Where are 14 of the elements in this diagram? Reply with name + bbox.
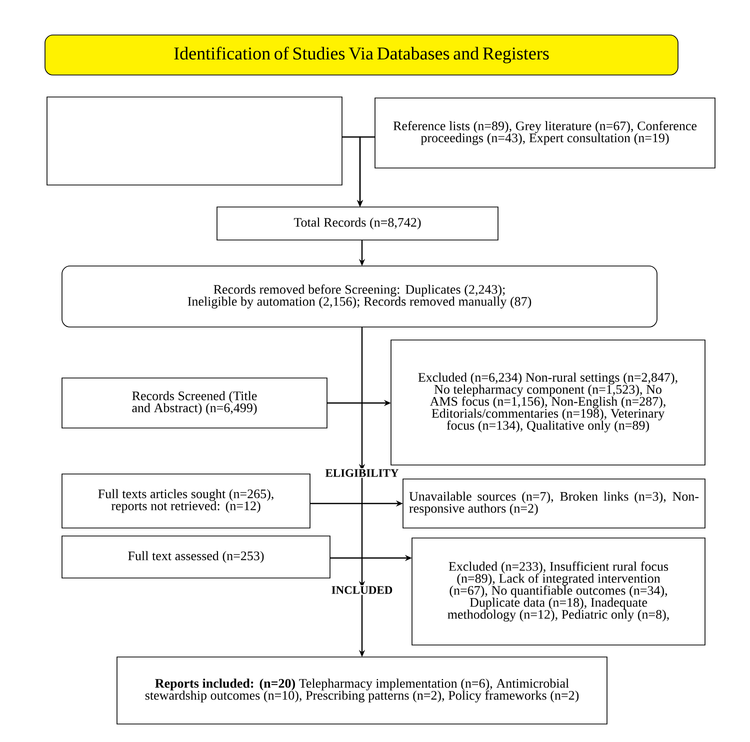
result-box: Reports included: (n=20) Telepharmacy implementation (n=6), Antimicrobial stewardship outcomes (n=10), Prescribing patterns (n=2), Policy frameworks (n=2) [116, 656, 608, 724]
process-box: Records Screened (Title and Abstract) (n=6,499) [62, 378, 328, 428]
stage-label: INCLUDED [330, 585, 394, 595]
process-box: Full texts articles sought (n=265), reports not retrieved: (n=12) [62, 474, 310, 528]
source-box: Reference lists (n=89), Grey literature (n=67), Conference proceedings (n=43), Expert consultation (n=19) [374, 98, 716, 168]
exclusion-box: Excluded (n=233), Insufficient rural focus (n=89), Lack of integrated intervention (n=67), No quantifiable outcomes (n=34), Duplicate data (n=18), Inadequate methodology (n=12), Pediatric only (n=8), [412, 538, 706, 646]
source-box [46, 96, 342, 186]
stage-label: ELIGIBILITY [324, 468, 400, 478]
exclusion-box: Excluded (n=6,234) Non-rural settings (n=2,847), No telepharmacy component (n=1,523), No AMS focus (n=1,156), Non-English (n=287), Editorials/commentaries (n=198), Veterinary focus (n=134), Qualitative only (n=89) [390, 340, 706, 466]
title-banner: Identification of Studies Via Databases and Registers [44, 34, 678, 76]
process-box: Total Records (n=8,742) [216, 206, 498, 240]
process-box: Records removed before Screening: Duplicates (2,243); Ineligible by automation (2,156); Records removed manually (87) [62, 266, 658, 328]
exclusion-box: Unavailable sources (n=7), Broken links (n=3), Non-responsive authors (n=2) [402, 478, 706, 528]
process-box: Full text assessed (n=253) [62, 536, 330, 578]
